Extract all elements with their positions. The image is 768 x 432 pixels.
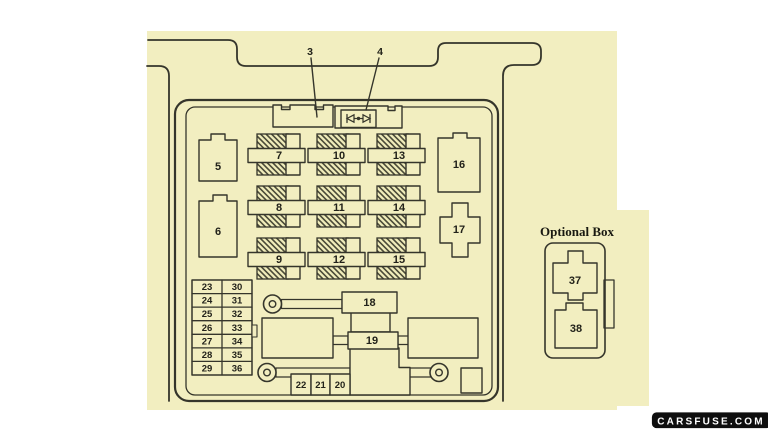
table-cell: 34 xyxy=(232,336,243,347)
fuse-unit-12: 12 xyxy=(307,237,366,280)
fuse-22-label: 22 xyxy=(296,380,307,391)
fuse-7-label: 7 xyxy=(276,150,282,162)
bolt-icon xyxy=(429,362,449,383)
callout-4: 4 xyxy=(365,46,383,111)
relay-16-label: 16 xyxy=(453,159,465,171)
component-4 xyxy=(334,105,403,129)
callout-3-leader xyxy=(310,57,318,118)
callout-3-label: 3 xyxy=(307,46,313,58)
fuse-grid: 7 10 13 8 11 xyxy=(247,133,426,280)
component-4-inner-box xyxy=(340,109,377,129)
fuse-unit-8: 8 xyxy=(247,185,306,228)
relay-6-body xyxy=(198,194,238,258)
fuse-11-label: 11 xyxy=(333,202,345,214)
component-18-label: 18 xyxy=(363,297,375,309)
component-18-body xyxy=(341,291,398,314)
left-blank-module xyxy=(261,317,334,359)
fuse-unit-14: 14 xyxy=(367,185,426,228)
body-outline-left xyxy=(146,65,170,402)
bolt-icon xyxy=(262,294,283,314)
table-cell: 29 xyxy=(202,364,213,375)
fuse-21-label: 21 xyxy=(315,380,326,391)
relay-38-label: 38 xyxy=(570,323,582,335)
table-cell: 24 xyxy=(202,296,213,307)
center-components: 18 19 xyxy=(261,291,483,396)
table-cell: 30 xyxy=(232,282,243,293)
fuse-13-label: 13 xyxy=(393,150,405,162)
table-cell: 36 xyxy=(232,364,243,375)
scan-paper-optional-area xyxy=(617,210,649,406)
watermark-background xyxy=(650,410,768,430)
relay-6-label: 6 xyxy=(215,226,221,238)
watermark-badge: CARSFUSE.COM xyxy=(650,410,768,430)
fuse-10-label: 10 xyxy=(333,150,345,162)
table-cell: 31 xyxy=(232,296,243,307)
table-cell: 23 xyxy=(202,282,213,293)
callout-4-label: 4 xyxy=(377,46,383,58)
table-side-tab xyxy=(251,324,258,338)
table-cell: 35 xyxy=(232,350,243,361)
component-3-body xyxy=(272,104,334,128)
relay-38-body xyxy=(554,302,598,349)
relay-5: 5 xyxy=(198,133,238,182)
component-3 xyxy=(272,104,334,128)
watermark-text: CARSFUSE.COM xyxy=(657,417,765,428)
relay-6: 6 xyxy=(198,194,238,258)
bolt-icon xyxy=(257,362,277,383)
relay-37-body xyxy=(552,250,598,301)
fuse-20-label: 20 xyxy=(335,380,346,391)
fuse-unit-13: 13 xyxy=(367,133,426,176)
mini-fuse-table: 23 30 24 31 25 32 26 33 27 34 28 35 29 3… xyxy=(191,279,258,376)
fuse-unit-7: 7 xyxy=(247,133,306,176)
relay-5-label: 5 xyxy=(215,161,221,173)
relay-16: 16 xyxy=(437,132,481,193)
body-outline-top xyxy=(147,39,542,402)
relay-5-body xyxy=(198,133,238,182)
optional-box-side-tab xyxy=(603,279,615,329)
car-body-outline xyxy=(146,39,542,402)
table-cell: 28 xyxy=(202,350,213,361)
bolt-terminals xyxy=(257,294,449,383)
component-4-body xyxy=(334,105,403,129)
relay-17-label: 17 xyxy=(453,224,465,236)
connector-18-19 xyxy=(350,311,391,333)
relay-17: 17 xyxy=(439,202,481,258)
small-blank-module xyxy=(460,367,483,394)
fuse-15-label: 15 xyxy=(393,254,405,266)
optional-box-title: Optional Box xyxy=(540,224,615,239)
fuse-20-body xyxy=(329,373,351,396)
fuse-12-label: 12 xyxy=(333,254,345,266)
fuse-14-label: 14 xyxy=(393,202,406,214)
table-cell: 33 xyxy=(232,323,243,334)
callout-4-leader xyxy=(365,57,380,111)
fuse-9-label: 9 xyxy=(276,254,282,266)
right-blank-module xyxy=(407,317,479,359)
component-19-body xyxy=(347,331,399,350)
optional-box-outline xyxy=(544,242,606,359)
fuse-unit-11: 11 xyxy=(307,185,366,228)
relay-37-label: 37 xyxy=(569,275,581,287)
component-19-label: 19 xyxy=(366,335,378,347)
table-cell: 32 xyxy=(232,309,243,320)
bottom-fuses: 22 21 20 xyxy=(290,373,351,396)
table-cell: 27 xyxy=(202,336,213,347)
fuse-8-label: 8 xyxy=(276,202,282,214)
table-cell: 25 xyxy=(202,309,213,320)
fuse-unit-15: 15 xyxy=(367,237,426,280)
fuse-unit-10: 10 xyxy=(307,133,366,176)
fuse-box-outer-border xyxy=(173,98,500,403)
fuse-unit-9: 9 xyxy=(247,237,306,280)
table-cell: 26 xyxy=(202,323,213,334)
relay-16-body xyxy=(437,132,481,193)
relay-17-body xyxy=(439,202,481,258)
optional-box: Optional Box 37 38 xyxy=(540,224,615,359)
callout-3: 3 xyxy=(307,46,318,118)
diode-pair-icon xyxy=(345,113,372,124)
